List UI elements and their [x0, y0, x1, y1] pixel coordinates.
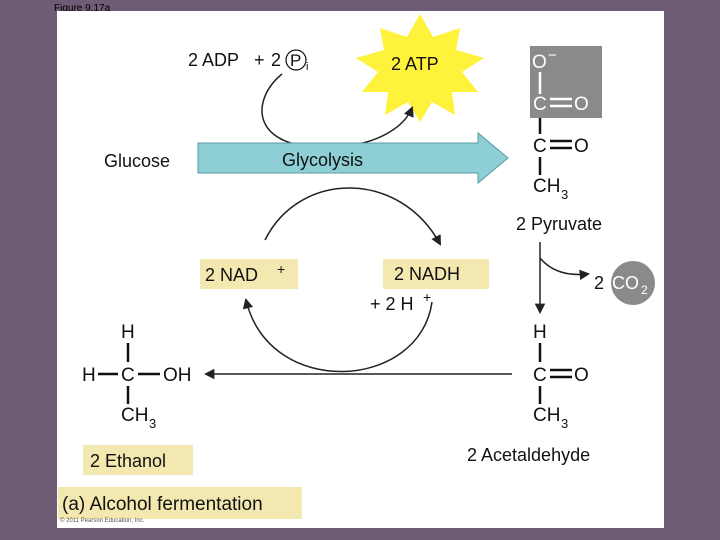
nad-label: 2 NAD — [205, 265, 258, 285]
h-plus-label: + 2 H — [370, 294, 414, 314]
pi-coefficient: 2 — [271, 50, 281, 70]
nad-to-nadh-arrow — [264, 187, 442, 246]
nad-plus: + — [277, 261, 285, 277]
ethanol-c: C — [121, 365, 135, 386]
co2-subscript: 2 — [641, 283, 648, 297]
acetaldehyde-methyl-sub: 3 — [561, 416, 568, 431]
pi-letter: P — [290, 51, 301, 70]
acetaldehyde-label: 2 Acetaldehyde — [467, 445, 590, 465]
pyruvate-minus-sign: − — [548, 47, 557, 64]
pi-subscript: i — [306, 61, 308, 73]
co2-release-arrow — [539, 257, 591, 281]
glycolysis-label: Glycolysis — [282, 150, 363, 170]
nadh-highlight — [383, 259, 489, 289]
nadh-label: 2 NADH — [394, 264, 460, 284]
pyruvate-keto-o: O — [574, 136, 589, 157]
figure-caption: (a) Alcohol fermentation — [62, 494, 263, 515]
ethanol-label: 2 Ethanol — [90, 451, 166, 471]
atp-starburst — [356, 14, 484, 122]
h-plus-sup: + — [423, 289, 431, 305]
ethanol-h-top: H — [121, 322, 135, 343]
ethanol-methyl: CH — [121, 405, 148, 426]
acetaldehyde-o: O — [574, 365, 589, 386]
copyright-notice: © 2011 Pearson Education, Inc. — [60, 518, 145, 524]
ethanol-oh: OH — [163, 365, 192, 386]
ethanol-highlight — [83, 445, 193, 475]
pyruvate-keto-c: C — [533, 136, 547, 157]
co2-badge — [611, 261, 655, 305]
glucose-label: Glucose — [104, 151, 170, 171]
acetaldehyde-c: C — [533, 365, 547, 386]
acetaldehyde-h: H — [533, 322, 547, 343]
nadh-to-nad-arrow — [242, 297, 433, 373]
co2-label: CO — [612, 273, 639, 293]
plus-sign: + — [254, 50, 265, 70]
pyruvate-methyl-sub: 3 — [561, 187, 568, 202]
figure-label: Figure 9.17a — [54, 3, 111, 14]
co2-coefficient: 2 — [594, 273, 604, 293]
ethanol-h-left: H — [82, 365, 96, 386]
glycolysis-arrow — [197, 131, 509, 185]
caption-highlight — [58, 487, 302, 519]
pyruvate-o-minus: O — [532, 52, 547, 73]
phosphate-circle — [285, 49, 307, 71]
nad-highlight — [200, 259, 298, 289]
ethanol-methyl-sub: 3 — [149, 416, 156, 431]
acetaldehyde-methyl: CH — [533, 405, 560, 426]
adp-label: 2 ADP — [188, 50, 239, 70]
pyruvate-carboxyl-o: O — [574, 94, 589, 115]
pyruvate-label: 2 Pyruvate — [516, 214, 602, 234]
atp-label: 2 ATP — [391, 54, 439, 74]
pyruvate-carboxyl-c: C — [533, 94, 547, 115]
pyruvate-methyl: CH — [533, 176, 560, 197]
